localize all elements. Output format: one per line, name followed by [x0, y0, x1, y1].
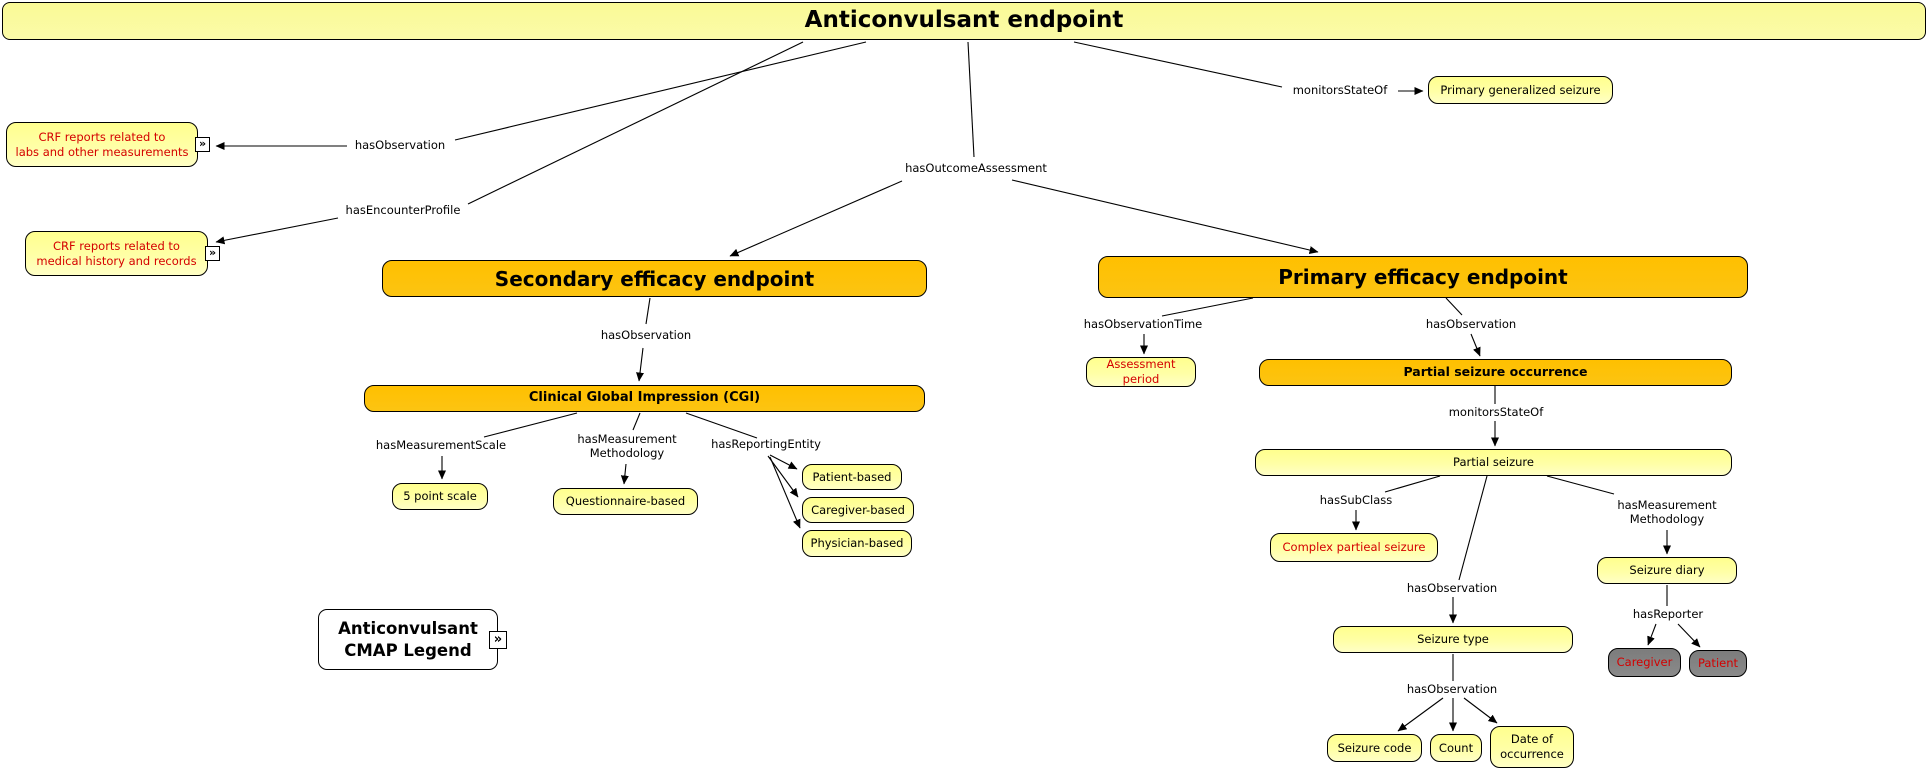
edge-title-hasobservation: [454, 41, 867, 141]
edge-cgi-hre: [685, 412, 758, 439]
edge-label-monitorsstateof-mid[interactable]: monitorsStateOf: [1448, 405, 1544, 420]
expand-icon[interactable]: »: [489, 631, 507, 649]
edge-hre-physicianbased: [769, 456, 801, 529]
edge-hre-patientbased: [769, 454, 798, 470]
edge-title-hasencounterprofile: [467, 41, 804, 205]
edge-label-monitorsstateof-title[interactable]: monitorsStateOf: [1292, 83, 1388, 98]
edge-title-hasoutcomeassessment: [967, 41, 975, 158]
edge-label-hasobservation-primary[interactable]: hasObservation: [1425, 317, 1517, 332]
node-patient[interactable]: Patient: [1689, 650, 1747, 677]
edge-ps-hmm: [1546, 475, 1615, 495]
edge-cgi-hmm: [632, 412, 641, 431]
expand-icon[interactable]: »: [205, 246, 220, 261]
edge-hoa-secondary: [729, 180, 903, 257]
edge-label-hasreporter[interactable]: hasReporter: [1632, 607, 1704, 622]
edge-label-hasmeasurementmethodology-left[interactable]: hasMeasurement Methodology: [577, 432, 677, 460]
node-seizure-code[interactable]: Seizure code: [1327, 734, 1422, 762]
node-date-of-occurrence[interactable]: Date of occurrence: [1490, 726, 1574, 768]
edge-label-hasmeasurementscale[interactable]: hasMeasurementScale: [375, 438, 507, 453]
edge-label-hasobservation-secondary[interactable]: hasObservation: [600, 328, 692, 343]
node-caregiver-based[interactable]: Caregiver-based: [802, 497, 914, 523]
node-cgi[interactable]: Clinical Global Impression (CGI): [364, 385, 925, 412]
edge-ps-hassubclass: [1384, 475, 1441, 493]
edge-hmm-questionnaire: [620, 463, 629, 485]
node-5-point-scale[interactable]: 5 point scale: [392, 483, 488, 510]
node-primary-generalized-seizure[interactable]: Primary generalized seizure: [1428, 76, 1613, 104]
node-complex-partial-seizure[interactable]: Complex partieal seizure: [1270, 533, 1438, 562]
edge-label-hasencounterprofile[interactable]: hasEncounterProfile: [345, 203, 461, 218]
edge-secondary-hasobservation: [645, 297, 651, 325]
node-questionnaire-based[interactable]: Questionnaire-based: [553, 488, 698, 515]
node-anticonvulsant-endpoint[interactable]: Anticonvulsant endpoint: [2, 2, 1926, 40]
edge-cgi-hms: [483, 412, 578, 438]
edge-hasreporter-caregiver: [1647, 623, 1657, 646]
edge-title-monitorsstateof: [1073, 41, 1283, 88]
edge-hasreporter-patient: [1677, 623, 1701, 648]
node-cmap-legend[interactable]: Anticonvulsant CMAP Legend: [318, 609, 498, 670]
edge-primary-hot: [1161, 297, 1254, 317]
node-primary-efficacy-endpoint[interactable]: Primary efficacy endpoint: [1098, 256, 1748, 298]
edge-label-hassubclass[interactable]: hasSubClass: [1319, 493, 1393, 508]
node-seizure-diary[interactable]: Seizure diary: [1597, 557, 1737, 584]
edge-hasobservation-cgi: [636, 347, 644, 382]
node-count[interactable]: Count: [1430, 734, 1482, 762]
node-physician-based[interactable]: Physician-based: [802, 530, 912, 557]
edge-hasobservation-date: [1463, 697, 1498, 724]
node-partial-seizure-occurrence[interactable]: Partial seizure occurrence: [1259, 359, 1732, 386]
edge-label-hasobservationtime[interactable]: hasObservationTime: [1083, 317, 1203, 332]
node-crf-labs[interactable]: CRF reports related to labs and other me…: [6, 122, 198, 167]
edge-label-hasobservation-title[interactable]: hasObservation: [354, 138, 446, 153]
edge-hoa-primary: [1011, 179, 1319, 254]
edge-label-hasreportingentity[interactable]: hasReportingEntity: [711, 437, 821, 452]
node-assessment-period[interactable]: Assessment period: [1086, 357, 1196, 387]
edge-label-hasoutcomeassessment[interactable]: hasOutcomeAssessment: [905, 161, 1047, 176]
node-seizure-type[interactable]: Seizure type: [1333, 626, 1573, 653]
edge-label-hasobservation-mid[interactable]: hasObservation: [1406, 581, 1498, 596]
edge-hasobservation-seizurecode: [1397, 697, 1444, 732]
edge-ps-hasobservation: [1458, 475, 1488, 581]
node-caregiver[interactable]: Caregiver: [1608, 648, 1681, 677]
expand-icon[interactable]: »: [195, 137, 210, 152]
node-patient-based[interactable]: Patient-based: [802, 464, 902, 490]
node-crf-medical[interactable]: CRF reports related to medical history a…: [25, 231, 208, 276]
edge-label-hasobservation-bottom[interactable]: hasObservation: [1406, 682, 1498, 697]
edge-label-hasmeasurementmethodology-right[interactable]: hasMeasurement Methodology: [1617, 498, 1717, 526]
edge-hobs-pso: [1470, 333, 1481, 357]
edge-hasencounterprofile-crfmedical: [215, 217, 339, 245]
node-secondary-efficacy-endpoint[interactable]: Secondary efficacy endpoint: [382, 260, 927, 297]
node-partial-seizure[interactable]: Partial seizure: [1255, 449, 1732, 476]
edge-primary-hobs: [1445, 297, 1463, 316]
